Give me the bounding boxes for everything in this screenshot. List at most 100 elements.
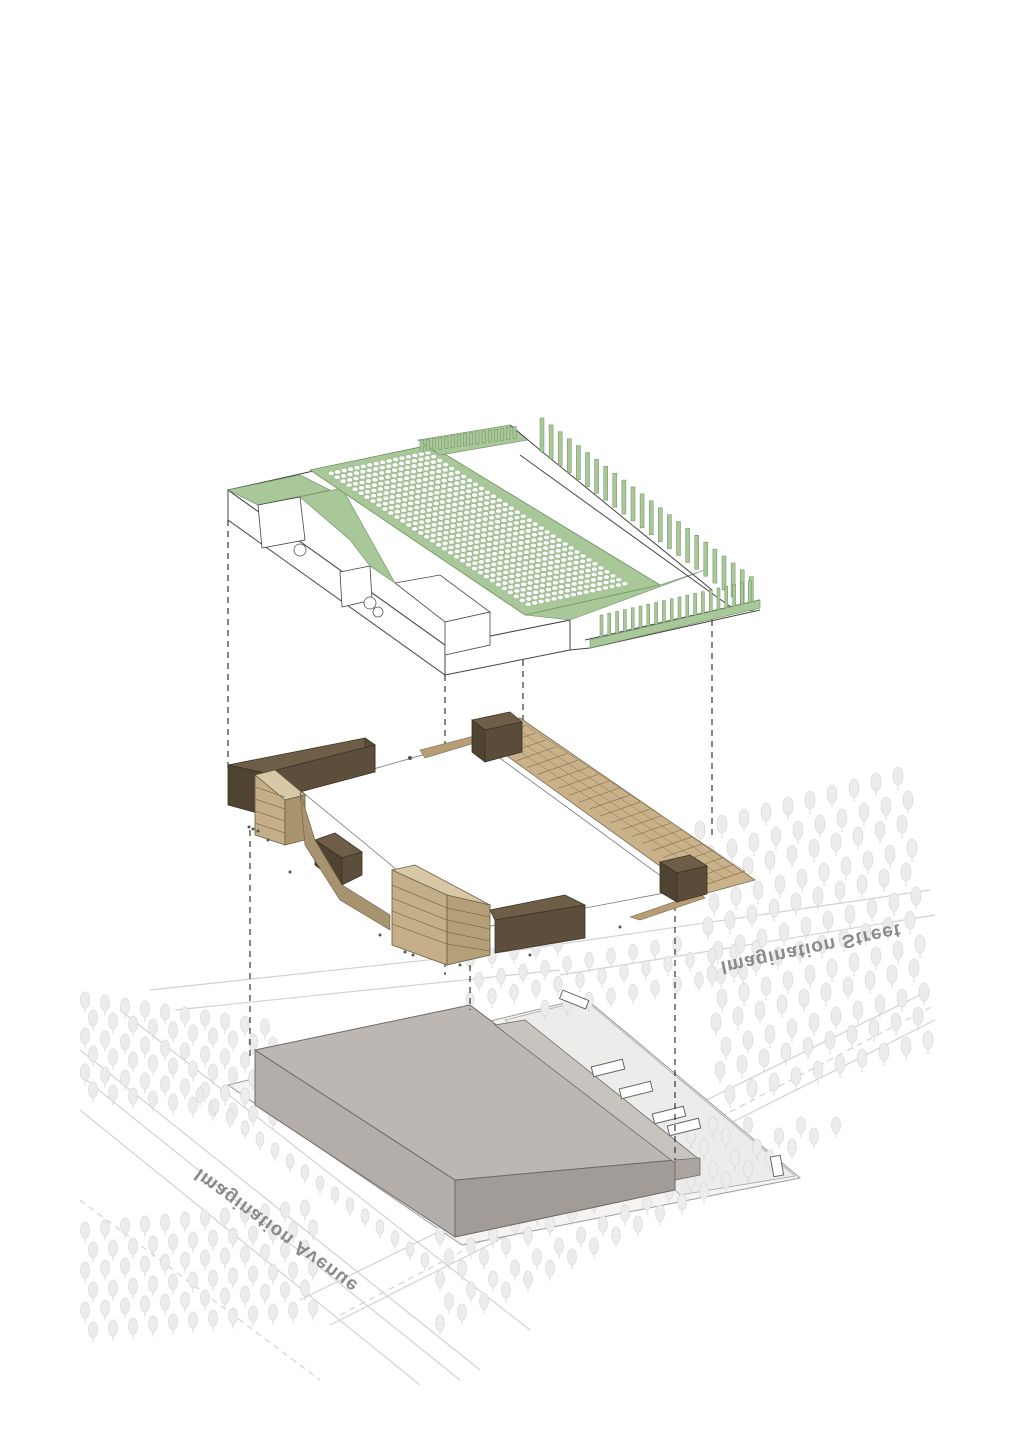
solar-panel xyxy=(470,498,478,503)
fin xyxy=(444,436,449,449)
tree xyxy=(716,988,728,1012)
tree xyxy=(108,1012,118,1034)
tree xyxy=(88,1009,98,1031)
solar-panel xyxy=(487,526,494,531)
solar-panel xyxy=(590,572,598,577)
solar-panel xyxy=(405,454,412,460)
solar-panel xyxy=(502,501,509,507)
solar-panel xyxy=(490,562,497,567)
solar-panel xyxy=(521,565,529,571)
tree xyxy=(685,952,695,972)
solar-panel xyxy=(585,557,593,563)
tree xyxy=(760,976,772,1000)
solar-panel xyxy=(418,525,425,530)
tree xyxy=(479,1292,489,1314)
fin xyxy=(494,428,498,442)
tree xyxy=(816,934,828,958)
tree xyxy=(148,1090,158,1112)
solar-panel xyxy=(440,488,447,494)
tree xyxy=(878,1042,890,1066)
tree xyxy=(808,838,820,862)
tree xyxy=(108,1319,118,1341)
tree xyxy=(200,1289,210,1311)
solar-panel xyxy=(525,528,532,534)
tree xyxy=(180,1211,190,1233)
tree xyxy=(732,1006,744,1030)
solar-panel xyxy=(351,486,359,492)
solar-panel xyxy=(503,564,510,570)
solar-panel xyxy=(536,547,543,552)
deck-line xyxy=(516,746,557,762)
solar-panel xyxy=(519,592,526,598)
tree xyxy=(598,1215,608,1237)
solar-panel xyxy=(376,491,384,497)
tree xyxy=(88,1281,98,1303)
solar-panel xyxy=(442,462,449,467)
tree xyxy=(752,880,764,904)
solar-panel xyxy=(528,559,536,564)
tree xyxy=(288,1301,298,1323)
solar-panel xyxy=(366,467,373,473)
tree xyxy=(545,1215,555,1237)
solar-panel xyxy=(456,516,464,522)
solar-panel xyxy=(385,463,392,469)
solar-panel xyxy=(597,570,604,576)
solar-panel xyxy=(412,515,419,521)
solar-panel xyxy=(438,510,445,516)
solar-panel xyxy=(440,483,447,489)
wing-wall xyxy=(299,791,391,931)
solar-panel xyxy=(439,494,447,500)
fin xyxy=(685,528,690,563)
deck-line xyxy=(558,773,599,789)
solar-panel xyxy=(500,523,507,529)
tree xyxy=(754,1000,766,1024)
solar-panel xyxy=(393,514,401,520)
solar-panel xyxy=(523,544,531,550)
solar-panel xyxy=(513,520,520,526)
fin xyxy=(607,612,612,636)
tree xyxy=(694,972,704,992)
deck-line xyxy=(514,727,736,876)
tree xyxy=(444,1292,454,1314)
tree xyxy=(878,868,890,892)
fin xyxy=(487,429,492,443)
solar-panel xyxy=(441,478,448,483)
solar-panel xyxy=(566,556,574,562)
solar-panel xyxy=(462,526,469,531)
solar-panel xyxy=(478,485,485,491)
solar-panel xyxy=(340,468,348,473)
solar-panel xyxy=(471,566,478,571)
solar-panel xyxy=(389,494,396,500)
solar-panel xyxy=(420,492,428,498)
solar-panel xyxy=(485,547,492,553)
solar-panel xyxy=(419,514,426,520)
solar-panel xyxy=(539,583,546,588)
tree xyxy=(188,1096,198,1118)
housing-layer xyxy=(227,711,756,967)
solar-panel xyxy=(415,478,423,484)
solar-panel xyxy=(514,509,521,515)
solar-panel xyxy=(561,552,568,558)
tree xyxy=(796,868,808,892)
tree xyxy=(858,802,870,826)
tree xyxy=(457,1259,467,1281)
solar-panel xyxy=(485,552,492,558)
solar-panel xyxy=(394,509,401,514)
tree xyxy=(88,1241,98,1263)
solar-panel xyxy=(445,503,452,509)
tree xyxy=(770,826,782,850)
tree xyxy=(774,1127,784,1149)
deck-line xyxy=(600,801,641,817)
solar-panel xyxy=(370,487,378,493)
deck-line xyxy=(568,780,609,796)
tree xyxy=(720,1036,732,1060)
tree xyxy=(882,916,894,940)
tree xyxy=(120,1217,130,1239)
solar-panel xyxy=(402,491,409,497)
tree xyxy=(390,1230,400,1250)
solar-panel xyxy=(436,458,443,463)
tree xyxy=(764,850,776,874)
solar-panel xyxy=(583,589,590,595)
solar-panel xyxy=(384,474,391,480)
solar-panel xyxy=(518,535,525,540)
